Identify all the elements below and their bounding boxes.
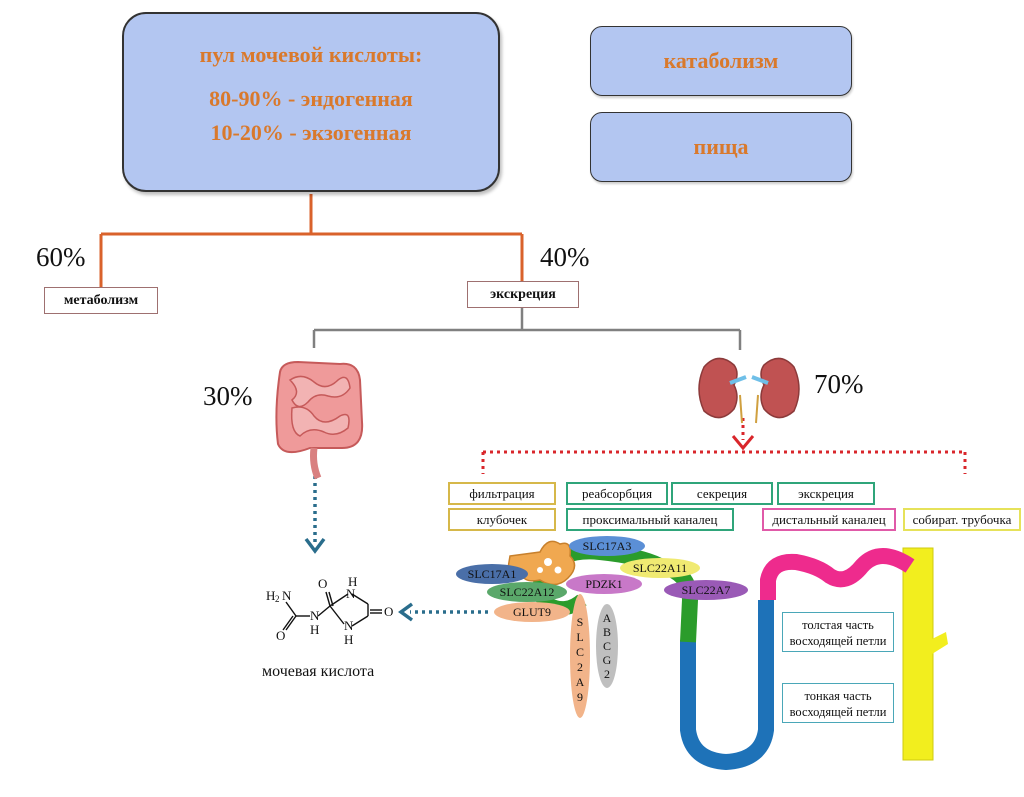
transporter-labels: SLC17A3 SLC17A1 SLC22A11 SLC22A12 PDZK1 … bbox=[468, 539, 731, 619]
svg-text:N: N bbox=[344, 618, 354, 633]
thin-line2: восходящей петли bbox=[789, 705, 887, 719]
svg-text:H: H bbox=[344, 632, 353, 647]
excretion-percent: 40% bbox=[540, 242, 590, 272]
svg-text:N: N bbox=[346, 586, 356, 601]
collecting-duct-branch bbox=[930, 632, 948, 654]
thin-line1: тонкая часть bbox=[804, 689, 872, 703]
uric-acid-pool-box: пул мочевой кислоты: 80-90% - эндогенная… bbox=[122, 12, 500, 192]
uric-acid-label: мочевая кислота bbox=[262, 663, 375, 680]
svg-text:O: O bbox=[384, 604, 393, 619]
tag-distal-tubule: дистальный каналец bbox=[762, 508, 896, 531]
pool-title: пул мочевой кислоты: bbox=[199, 42, 423, 67]
tag-filtration: фильтрация bbox=[448, 482, 556, 505]
svg-text:H: H bbox=[310, 622, 319, 637]
transporter-glut9 bbox=[494, 602, 570, 622]
transporter-abcg2 bbox=[596, 604, 618, 688]
excretion-label: экскреция bbox=[467, 281, 579, 308]
distal-tubule bbox=[760, 548, 915, 600]
transporter-slc17a1 bbox=[456, 564, 528, 584]
svg-text:H: H bbox=[348, 574, 357, 589]
red-dotted-lines bbox=[481, 418, 967, 474]
transporter-slc22a12 bbox=[487, 582, 567, 602]
intestine-icon bbox=[275, 360, 364, 480]
tag-glomerulus: клубочек bbox=[448, 508, 556, 531]
tag-proximal-tubule: проксимальный каналец bbox=[566, 508, 734, 531]
label-glut9: GLUT9 bbox=[513, 605, 551, 619]
svg-text:H: H bbox=[266, 588, 275, 603]
transporter-slc22a11 bbox=[620, 558, 700, 578]
tag-collecting-duct: собират. трубочка bbox=[903, 508, 1021, 531]
tag-secretion: секреция bbox=[671, 482, 773, 505]
label-slc17a3: SLC17A3 bbox=[583, 539, 632, 553]
uric-acid-structure: H 2 N O N H O H N N H O bbox=[266, 574, 393, 647]
thick-line2: восходящей петли bbox=[789, 634, 887, 648]
down-arrowhead bbox=[304, 537, 326, 554]
metabolism-label: метаболизм bbox=[44, 287, 158, 314]
label-slc22a12: SLC22A12 bbox=[500, 585, 555, 599]
transporter-slc22a7 bbox=[664, 580, 748, 600]
loop-of-henle bbox=[680, 600, 774, 771]
red-arrowhead bbox=[731, 435, 755, 451]
gray-branch-lines bbox=[312, 307, 742, 350]
pool-endogenous: 80-90% - эндогенная bbox=[209, 86, 413, 111]
thick-ascending-label: толстая часть восходящей петли bbox=[782, 612, 894, 652]
intestine-percent: 30% bbox=[203, 381, 253, 411]
blue-dotted-arrows bbox=[313, 476, 488, 614]
svg-text:O: O bbox=[276, 628, 285, 643]
food-box: пища bbox=[590, 112, 852, 182]
thin-ascending-label: тонкая часть восходящей петли bbox=[782, 683, 894, 723]
kidney-percent: 70% bbox=[814, 369, 864, 399]
tag-reabsorption: реабсорбция bbox=[566, 482, 668, 505]
transporter-pdzk1 bbox=[566, 574, 642, 594]
label-pdzk1: PDZK1 bbox=[585, 577, 622, 591]
metabolism-percent: 60% bbox=[36, 242, 86, 272]
svg-text:N: N bbox=[310, 608, 320, 623]
transporter-slc17a3 bbox=[569, 536, 645, 556]
label-slc22a11: SLC22A11 bbox=[633, 561, 687, 575]
tag-excretion: экскреция bbox=[777, 482, 875, 505]
catabolism-box: катаболизм bbox=[590, 26, 852, 96]
label-slc17a1: SLC17A1 bbox=[468, 567, 517, 581]
pool-exogenous: 10-20% - экзогенная bbox=[210, 120, 412, 145]
label-slc22a7: SLC22A7 bbox=[682, 583, 731, 597]
svg-text:N: N bbox=[282, 588, 292, 603]
kidneys-icon bbox=[698, 357, 800, 424]
thick-line1: толстая часть bbox=[802, 618, 874, 632]
transporter-slc2a9 bbox=[570, 594, 590, 718]
left-arrowhead bbox=[398, 602, 414, 622]
collecting-duct bbox=[902, 547, 934, 761]
svg-text:O: O bbox=[318, 576, 327, 591]
svg-text:2: 2 bbox=[275, 594, 280, 604]
orange-branch-lines bbox=[99, 194, 524, 290]
